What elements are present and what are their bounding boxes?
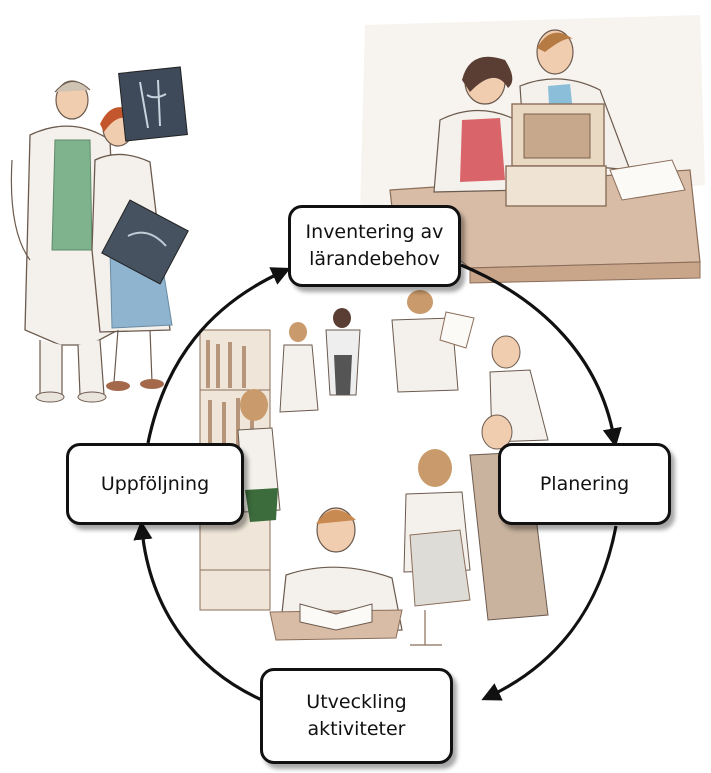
computer-desk-icon xyxy=(360,15,705,284)
stage-planering-box: Planering xyxy=(498,443,671,525)
cycle-arrows xyxy=(133,263,622,702)
arrow-planering-to-utveckling xyxy=(481,525,618,701)
stage-inventering-label: Inventering av lärandebehov xyxy=(305,221,444,270)
stage-planering-label: Planering xyxy=(539,472,630,495)
stage-uppfoljning-box: Uppföljning xyxy=(66,443,244,525)
arrow-inventering-to-planering xyxy=(460,263,622,448)
doctors-xray-icon xyxy=(10,66,189,403)
arrow-utveckling-to-uppfoljning xyxy=(133,520,263,702)
stage-uppfoljning-label: Uppföljning xyxy=(100,472,210,495)
arrow-uppfoljning-to-inventering xyxy=(146,267,291,444)
library-study-icon xyxy=(199,290,549,646)
stage-inventering-box: Inventering av lärandebehov xyxy=(288,205,461,287)
stage-utveckling-label: Utveckling aktiviteter xyxy=(306,691,407,740)
stage-utveckling-box: Utveckling aktiviteter xyxy=(260,668,453,764)
